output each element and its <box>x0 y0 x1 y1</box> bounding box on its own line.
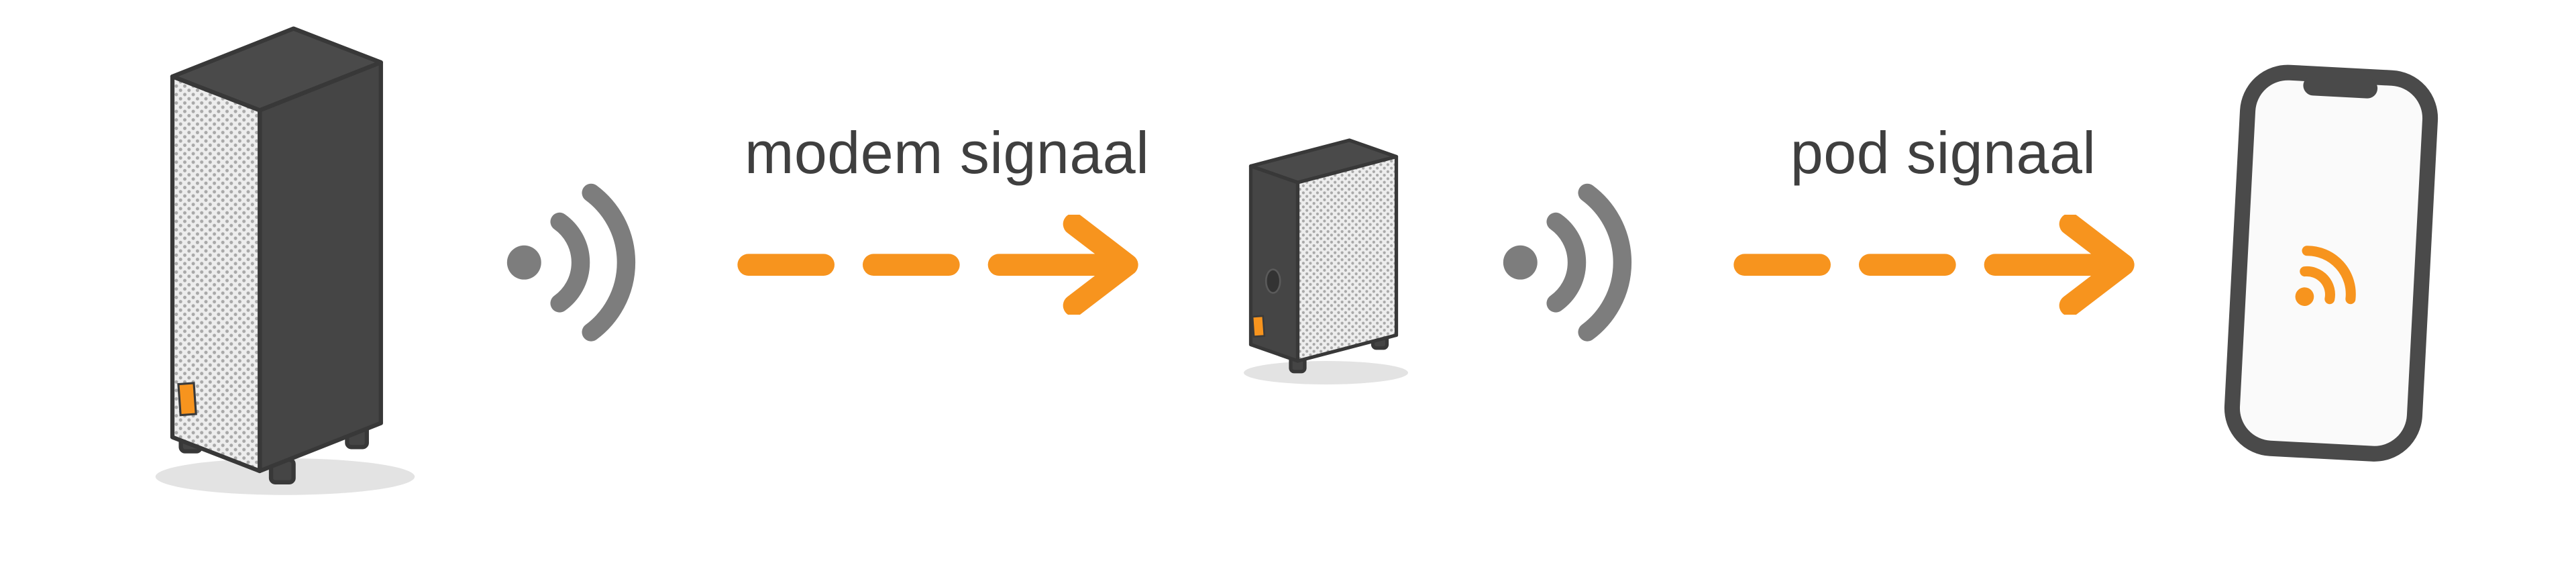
modem-label-sticker <box>177 382 197 417</box>
modem-signal-arrow-group: modem signaal <box>736 117 1159 315</box>
dashed-arrow-icon <box>1733 215 2135 315</box>
pod-status-slot <box>1265 268 1281 294</box>
modem-illustration <box>144 20 426 507</box>
smartphone-icon <box>2224 64 2438 462</box>
pod-icon <box>1243 138 1408 385</box>
dashed-arrow-icon <box>737 215 1138 315</box>
modem-icon <box>155 26 415 495</box>
smartphone-illustration <box>2220 60 2442 465</box>
wifi-signal-icon <box>507 183 636 342</box>
pod-wifi-signal-icon <box>1498 174 1656 352</box>
pod-illustration <box>1234 131 1422 395</box>
wifi-icon <box>2295 245 2356 306</box>
pod-signal-arrow-group: pod signaal <box>1732 117 2155 315</box>
wifi-signal-icon <box>1503 183 1632 342</box>
pod-label-sticker <box>1251 315 1266 338</box>
pod-signal-label: pod signaal <box>1790 119 2096 186</box>
modem-wifi-signal-icon <box>502 174 659 352</box>
pod-shadow <box>1243 361 1408 385</box>
modem-signal-label: modem signaal <box>745 119 1150 186</box>
phone-notch <box>2303 75 2378 99</box>
